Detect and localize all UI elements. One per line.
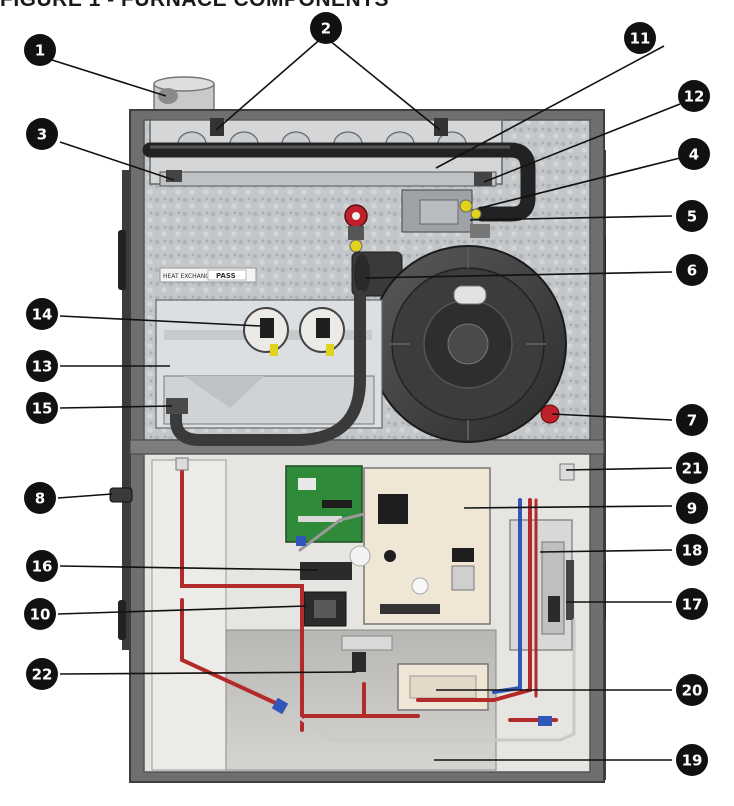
svg-text:12: 12: [684, 88, 705, 106]
svg-text:1: 1: [35, 42, 45, 60]
leader-lines: [51, 35, 681, 761]
callout-3: 3: [26, 118, 58, 150]
svg-text:11: 11: [630, 30, 651, 48]
callout-4: 4: [678, 138, 710, 170]
inducer-blower: [369, 245, 567, 443]
callout-17: 17: [676, 588, 708, 620]
svg-text:6: 6: [687, 262, 697, 280]
callout-18: 18: [676, 534, 708, 566]
limit-switch: [344, 204, 368, 253]
callout-22: 22: [26, 658, 58, 690]
svg-text:19: 19: [682, 752, 703, 770]
callout-9: 9: [676, 492, 708, 524]
svg-text:4: 4: [689, 146, 699, 164]
svg-text:16: 16: [32, 558, 53, 576]
door-switch: [341, 635, 393, 672]
svg-text:20: 20: [682, 682, 703, 700]
furnace-control-board: [363, 467, 491, 625]
ignition-control-board: [285, 465, 363, 543]
gas-valve: [401, 189, 490, 238]
svg-text:22: 22: [32, 666, 53, 684]
connectors: [175, 457, 575, 726]
svg-text:21: 21: [682, 460, 703, 478]
gas-manifold-pipe: [142, 142, 536, 222]
callout-2: 2: [310, 12, 342, 44]
svg-text:9: 9: [687, 500, 697, 518]
svg-text:5: 5: [687, 208, 697, 226]
svg-text:18: 18: [682, 542, 703, 560]
figure-title: FIGURE 1 - FURNACE COMPONENTS: [0, 0, 389, 12]
callout-14: 14: [26, 298, 58, 330]
sticker-pass-text: PASS: [216, 272, 236, 280]
callout-1: 1: [24, 34, 56, 66]
svg-text:17: 17: [682, 596, 703, 614]
svg-text:13: 13: [32, 358, 53, 376]
sticker-text: HEAT EXCHANGER COVER: [163, 273, 241, 280]
svg-text:3: 3: [37, 126, 47, 144]
svg-text:15: 15: [32, 400, 53, 418]
callout-15: 15: [26, 392, 58, 424]
svg-text:8: 8: [35, 490, 45, 508]
callout-21: 21: [676, 452, 708, 484]
callout-6: 6: [676, 254, 708, 286]
svg-text:10: 10: [30, 606, 51, 624]
callout-16: 16: [26, 550, 58, 582]
vent-collar: [153, 76, 215, 111]
transformer: [300, 545, 371, 627]
side-handle: [109, 487, 133, 503]
callout-12: 12: [678, 80, 710, 112]
drain-hose: [166, 290, 366, 446]
callouts: 1 2 3 4 5 6 7 8 9 10 11: [24, 12, 710, 776]
callout-7: 7: [676, 404, 708, 436]
pressure-switches: [155, 299, 383, 429]
callout-5: 5: [676, 200, 708, 232]
callout-8: 8: [24, 482, 56, 514]
callout-19: 19: [676, 744, 708, 776]
callout-13: 13: [26, 350, 58, 382]
warning-sticker: HEAT EXCHANGER COVER PASS: [159, 267, 257, 283]
callout-10: 10: [24, 598, 56, 630]
svg-text:2: 2: [321, 20, 331, 38]
callout-11: 11: [624, 22, 656, 54]
callout-20: 20: [676, 674, 708, 706]
svg-text:7: 7: [687, 412, 697, 430]
svg-text:14: 14: [32, 306, 53, 324]
junction-box: [397, 663, 489, 711]
